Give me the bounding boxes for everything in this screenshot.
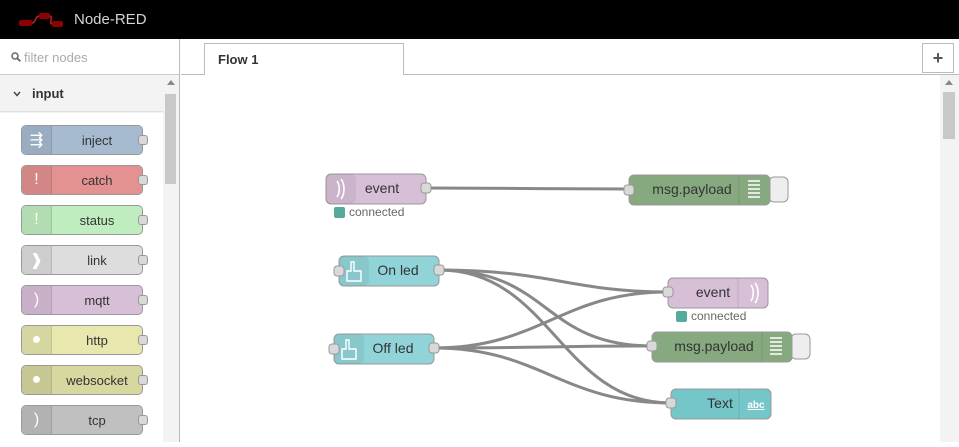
palette-node-http[interactable]: ● http xyxy=(21,325,148,355)
palette-node-mqtt[interactable]: ) mqtt xyxy=(21,285,148,315)
status-indicator xyxy=(334,207,345,218)
bridge-icon: ) xyxy=(22,286,52,314)
add-flow-button[interactable]: + xyxy=(922,43,954,73)
link-icon: ❱ xyxy=(22,246,52,274)
search-icon xyxy=(11,52,21,62)
node-label: Text xyxy=(707,395,733,411)
input-port[interactable] xyxy=(646,340,658,352)
tab-flow-1[interactable]: Flow 1 xyxy=(204,43,404,76)
node-label: msg.payload xyxy=(674,338,753,354)
input-port[interactable] xyxy=(623,184,635,196)
flow-node-debug-1[interactable]: msg.payload xyxy=(623,174,789,206)
text-icon: abc xyxy=(747,400,765,411)
node-red-logo xyxy=(19,13,63,27)
app-title: Node-RED xyxy=(74,11,147,28)
flow-diagram[interactable]: event connected msg.payload xyxy=(181,75,940,442)
input-port[interactable] xyxy=(665,397,677,409)
palette-node-catch[interactable]: ! catch xyxy=(21,165,148,195)
palette-node-label: websocket xyxy=(66,373,128,388)
output-port xyxy=(138,295,148,305)
node-status-text: connected xyxy=(349,205,404,219)
node-label: event xyxy=(365,180,399,196)
status-indicator xyxy=(676,311,687,322)
output-port[interactable] xyxy=(433,264,445,276)
category-header-input[interactable]: input xyxy=(0,76,163,112)
output-port xyxy=(138,175,148,185)
node-palette: input ⇶ inject! catch! status ❱ link) mqtt ● htt… xyxy=(0,39,180,442)
palette-node-list: ⇶ inject! catch! status ❱ link) mqtt ● http ● webs… xyxy=(0,113,163,442)
node-label: event xyxy=(696,284,730,300)
output-port xyxy=(138,215,148,225)
bridge-icon xyxy=(750,282,759,304)
output-port[interactable] xyxy=(420,182,432,194)
filter-nodes-input[interactable] xyxy=(24,48,174,66)
canvas-scrollbar[interactable] xyxy=(940,75,959,442)
bridge-icon xyxy=(336,178,345,200)
output-port xyxy=(138,255,148,265)
alert-icon: ! xyxy=(22,206,52,234)
alert-icon: ! xyxy=(22,166,52,194)
output-port xyxy=(138,335,148,345)
bridge-icon: ) xyxy=(22,406,52,434)
palette-node-inject[interactable]: ⇶ inject xyxy=(21,125,148,155)
hand-icon xyxy=(341,339,357,360)
chevron-down-icon xyxy=(13,91,21,97)
flow-node-off-led[interactable]: Off led xyxy=(328,333,440,365)
node-label: msg.payload xyxy=(652,181,731,197)
tab-label: Flow 1 xyxy=(218,52,259,67)
palette-node-link[interactable]: ❱ link xyxy=(21,245,148,275)
palette-filter xyxy=(0,39,179,75)
input-port[interactable] xyxy=(662,286,674,298)
output-port xyxy=(138,135,148,145)
palette-node-label: status xyxy=(79,213,115,228)
palette-node-label: tcp xyxy=(88,413,106,428)
flow-node-on-led[interactable]: On led xyxy=(333,255,445,287)
palette-node-status[interactable]: ! status xyxy=(21,205,148,235)
globe-icon: ● xyxy=(22,326,52,354)
palette-node-label: link xyxy=(87,253,107,268)
palette-node-tcp[interactable]: ) tcp xyxy=(21,405,148,435)
canvas-scroll-thumb[interactable] xyxy=(943,92,955,139)
scroll-up-arrow-icon[interactable] xyxy=(167,80,175,85)
header-bar: Node-RED xyxy=(0,0,959,39)
scroll-up-arrow-icon[interactable] xyxy=(945,80,953,85)
hand-icon xyxy=(346,261,362,282)
node-label: On led xyxy=(377,262,418,278)
list-icon xyxy=(770,337,782,355)
output-port[interactable] xyxy=(428,342,440,354)
wire[interactable] xyxy=(433,346,672,405)
wires xyxy=(425,186,672,405)
flow-node-text[interactable]: Text abc xyxy=(665,388,772,420)
flow-node-debug-2[interactable]: msg.payload xyxy=(646,331,811,363)
wire[interactable] xyxy=(438,268,669,294)
node-label: Off led xyxy=(373,340,414,356)
category-label: input xyxy=(32,86,64,101)
output-port xyxy=(138,415,148,425)
output-port xyxy=(138,375,148,385)
flow-node-event-out[interactable]: event connected xyxy=(662,277,769,323)
workspace-tab-bar: Flow 1 + xyxy=(181,39,959,76)
globe-icon: ● xyxy=(22,366,52,394)
wire[interactable] xyxy=(433,344,654,350)
palette-scroll-thumb[interactable] xyxy=(165,94,176,184)
wire[interactable] xyxy=(425,186,630,191)
wire[interactable] xyxy=(438,268,672,405)
flow-node-event-in[interactable]: event connected xyxy=(325,173,432,219)
arrow-in-icon: ⇶ xyxy=(22,126,52,154)
list-icon xyxy=(748,180,760,198)
palette-scrollbar[interactable] xyxy=(163,76,179,442)
palette-node-label: mqtt xyxy=(84,293,110,308)
node-status-text: connected xyxy=(691,309,746,323)
palette-node-label: http xyxy=(86,333,108,348)
palette-node-websocket[interactable]: ● websocket xyxy=(21,365,148,395)
flow-canvas[interactable]: event connected msg.payload xyxy=(181,75,940,442)
palette-node-label: inject xyxy=(81,133,113,148)
wire[interactable] xyxy=(438,268,654,348)
wire[interactable] xyxy=(433,290,669,350)
palette-node-label: catch xyxy=(81,173,113,188)
input-port[interactable] xyxy=(333,265,345,277)
input-port[interactable] xyxy=(328,343,340,355)
